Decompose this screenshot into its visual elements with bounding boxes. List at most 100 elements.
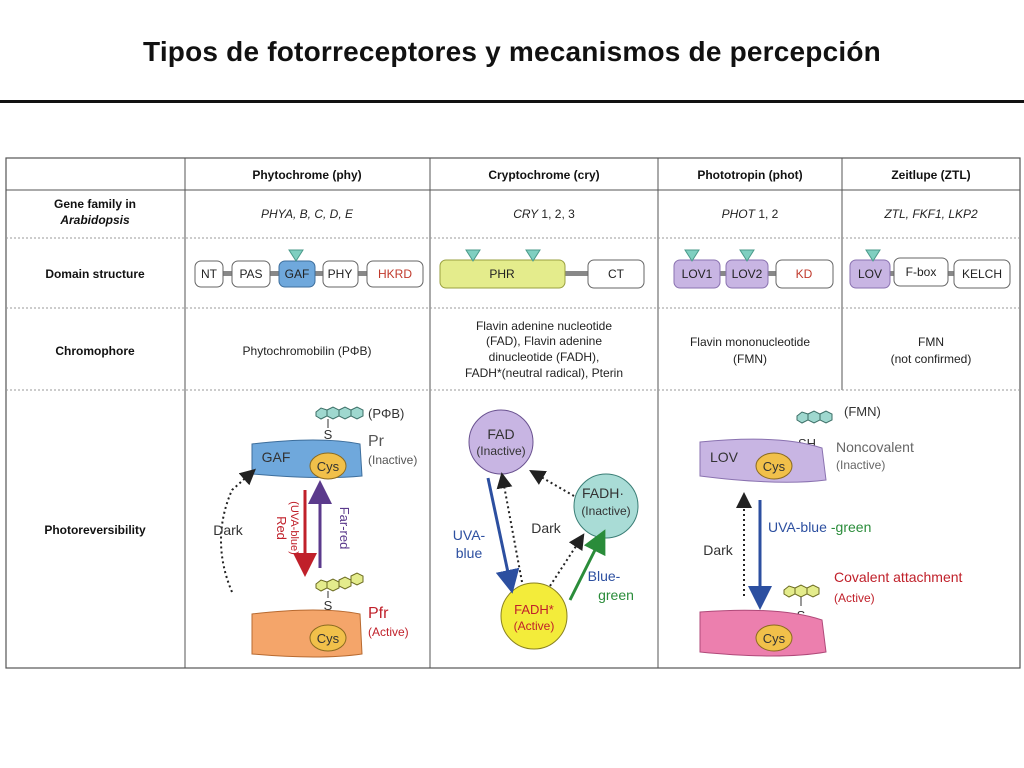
pfr-label: Pfr [368,605,389,622]
fad-state-label: (Inactive) [476,444,525,458]
cys-label-covalent: Cys [763,631,786,646]
chromophore-marker-cry-1 [465,249,481,262]
domain-phr [439,259,566,289]
gene-family-cry: CRY 1, 2, 3 [513,207,575,221]
photoreversibility-phy: (PΦB) S GAF Cys Pr (Inactive) Dark Red (… [213,406,417,658]
domain-nt [194,260,224,288]
domain-kelch [953,259,1011,289]
domain-label-lov: LOV [858,267,882,281]
gene-family-ztl: ZTL, FKF1, LKP2 [883,207,978,221]
dark-arrow-cry-fad [496,472,523,583]
header-zeitlupe: Zeitlupe (ZTL) [891,168,970,182]
photoreversibility-cry: FAD (Inactive) FADH· (Inactive) FADH* (A… [453,409,639,650]
fmn-label: (FMN) [844,404,881,419]
covalent-state: (Active) [834,591,875,605]
sulfur-label-pfr: S [324,598,333,613]
fadh-label-name: FADH [582,485,619,501]
dark-reversion-arrow-phy [220,468,256,593]
cys-residue-covalent [755,624,793,652]
dark-arrow-cry-fadh [529,469,575,497]
domain-structure-ztl: LOV F-box KELCH [849,249,1011,289]
domain-hkrd [366,260,424,288]
fadh-star-state-label: (Active) [514,619,555,633]
photoreversibility-phot: (FMN) SH LOV Cys Noncovalent (Inactive) … [699,404,963,657]
domain-fbox [893,257,949,287]
chromophore-cry-line4: FADH*(neutral radical), Pterin [465,366,623,380]
lov-label: LOV [710,449,739,465]
gene-family-phot-numbers: 1, 2 [755,207,779,221]
uva-blue-label-phot: UVA-blue-green [768,519,871,535]
domain-label-gaf: GAF [285,267,310,281]
green-label-phot: -green [831,519,871,535]
domain-label-lov1: LOV1 [682,267,713,281]
chromophore-phot-line2: (FMN) [733,352,767,366]
chromophore-cry-line2: (FAD), Flavin adenine [486,334,602,348]
domain-label-hkrd: HKRD [378,267,412,281]
domain-gaf [278,260,316,288]
chromophore-cry-line3: dinucleotide (FADH), [489,350,600,364]
domain-label-pas: PAS [239,267,262,281]
chromophore-marker-phot-1 [684,249,700,262]
dark-label-phot: Dark [703,542,734,558]
cys-label-pr: Cys [317,459,340,474]
header-phytochrome: Phytochrome (phy) [252,168,361,182]
chromophore-marker-cry-2 [525,249,541,262]
fadh-state-label: (Inactive) [581,504,630,518]
far-red-label: Far-red [337,507,352,550]
row-label-gene-family-line2: Arabidopsis [59,213,130,227]
fad-state-circle [468,409,534,475]
domain-kd [775,259,834,289]
red-label: Red [274,516,289,540]
fmn-chromophore-bound [783,584,820,598]
row-label-chromophore: Chromophore [55,344,135,358]
chromophore-ztl-line2: (not confirmed) [891,352,972,366]
pr-label: Pr [368,433,385,450]
gene-family-cry-name: CRY [513,207,539,221]
pfb-label: (PΦB) [368,406,404,421]
gene-family-phot-name: PHOT [722,207,757,221]
gaf-label: GAF [262,449,291,465]
chromophore-phy: Phytochromobilin (PΦB) [243,344,372,358]
domain-label-lov2: LOV2 [732,267,763,281]
chromophore-cry-line1: Flavin adenine nucleotide [476,319,612,333]
pfr-state: (Active) [368,625,409,639]
domain-label-nt: NT [201,267,218,281]
dark-label-cry: Dark [531,520,562,536]
uva-blue-label-phy: (UVA-blue) [288,501,300,555]
gene-family-cry-numbers: 1, 2, 3 [538,207,575,221]
covalent-label: Covalent attachment [834,569,963,585]
domain-lov [849,259,891,289]
domain-label-kelch: KELCH [962,267,1002,281]
chromophore-ztl-line1: FMN [918,335,944,349]
chromophore-marker-phy [288,249,304,262]
blue-label-cry: blue [456,545,483,561]
cys-residue-pfr [309,624,347,652]
pfb-chromophore-inactive [315,406,364,420]
cys-label-noncovalent: Cys [763,459,786,474]
header-cryptochrome: Cryptochrome (cry) [488,168,599,182]
fadh-state-circle [573,473,639,539]
table-grid [5,157,1021,669]
chromophore-marker-phot-2 [739,249,755,262]
fadh-star-state-circle [500,582,568,650]
sulfur-label-pr: S [324,427,333,442]
fadh-star-label: FADH* [514,602,554,617]
domain-label-phr: PHR [489,267,515,281]
pr-state: (Inactive) [368,453,417,467]
slide-title: Tipos de fotorreceptores y mecanismos de… [143,36,881,67]
domain-phy [322,260,359,288]
cys-residue-pr [309,452,347,480]
fmn-chromophore-free [796,410,833,424]
domain-structure-phy: NT PAS GAF PHY HKRD [194,249,424,288]
cys-label-pfr: Cys [317,631,340,646]
chromophore-marker-ztl [865,249,881,262]
domain-label-kd: KD [796,267,813,281]
blue-green-arrow-cry [568,529,606,601]
fadh-label-dot: · [619,485,624,501]
domain-structure-cry: PHR CT [439,249,645,289]
gene-family-phy: PHYA, B, C, D, E [261,207,354,221]
title-divider [0,100,1024,103]
blue-green-label-line2: green [598,587,634,603]
fadh-label: FADH· [582,485,624,501]
